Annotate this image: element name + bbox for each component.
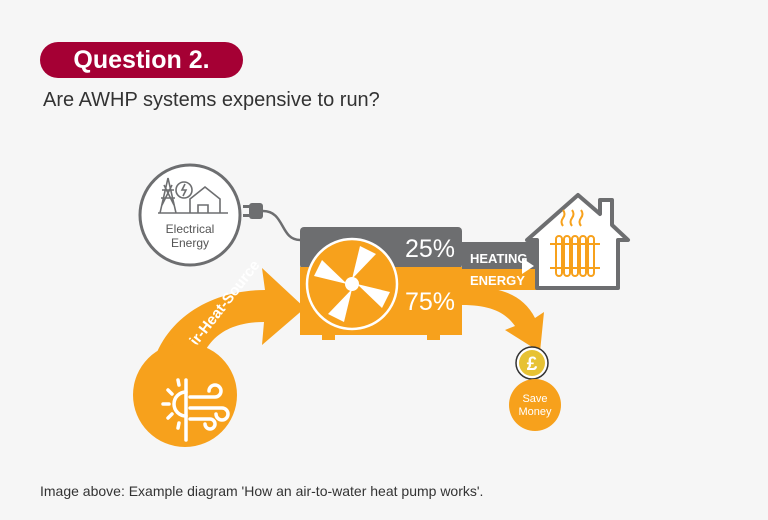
electrical-label-line2: Energy — [171, 236, 209, 250]
question-title: Are AWHP systems expensive to run? — [43, 89, 380, 111]
plug-icon — [243, 203, 263, 219]
pylon-house-icon — [158, 177, 228, 214]
question-badge: Question 2. — [40, 42, 243, 78]
image-caption: Image above: Example diagram 'How an air… — [40, 483, 484, 499]
electric-percentage: 25% — [405, 235, 455, 263]
heating-arrow-icon — [522, 258, 534, 274]
sun-wind-icon — [161, 378, 230, 442]
radiator-icon — [550, 209, 600, 277]
save-money-line1: Save — [522, 393, 547, 405]
save-money-line2: Money — [518, 406, 552, 418]
heating-band-orange — [462, 269, 542, 290]
electrical-energy-circle — [138, 163, 242, 267]
unit-foot-left — [322, 334, 335, 340]
power-cable — [262, 209, 301, 242]
savings-arrow — [462, 288, 544, 352]
electrical-label-line1: Electrical — [166, 222, 215, 236]
coin-icon — [519, 350, 545, 376]
pound-symbol: £ — [527, 354, 538, 375]
unit-foot-right — [427, 334, 440, 340]
heating-label-line2: ENERGY — [470, 273, 525, 288]
fan-icon — [314, 246, 390, 322]
heating-label-line1: HEATING — [470, 251, 528, 266]
air-percentage: 75% — [405, 288, 455, 316]
save-money-circle — [509, 379, 561, 431]
